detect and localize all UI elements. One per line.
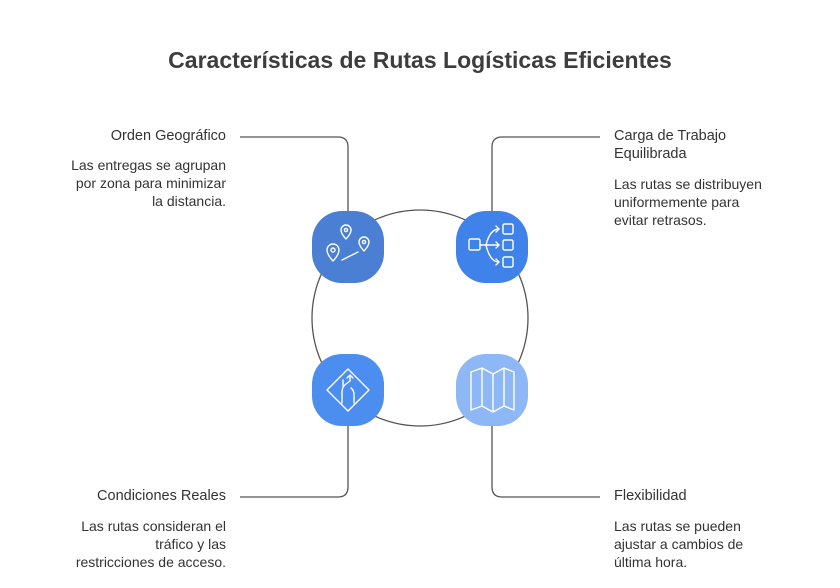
item-label-flexibility: Flexibilidad — [614, 488, 687, 504]
node-workload-bg — [456, 211, 528, 283]
node-real-conditions-bg — [312, 354, 384, 426]
item-desc-workload: Las rutas se distribuyen uniformemente p… — [614, 176, 762, 228]
connector-bottom-right — [491, 424, 600, 498]
workload-distribution-icon — [468, 223, 514, 268]
folded-map-icon — [470, 367, 515, 413]
node-geographic — [312, 211, 384, 283]
central-ring — [311, 209, 529, 427]
node-geographic-bg — [312, 211, 384, 283]
node-flexibility-bg — [456, 354, 528, 426]
item-label-workload: Carga de Trabajo Equilibrada — [614, 128, 727, 162]
node-flexibility — [456, 354, 528, 426]
connector-bottom-left — [240, 424, 349, 498]
item-label-geographic: Orden Geográfico — [110, 128, 226, 144]
map-pins-route-icon — [326, 224, 370, 262]
item-label-real-conditions: Condiciones Reales — [97, 488, 226, 504]
item-desc-geographic: Las entregas se agrupan por zona para mi… — [71, 157, 226, 209]
node-workload — [456, 211, 528, 283]
connector-top-right — [491, 136, 600, 212]
road-sign-icon — [326, 368, 370, 412]
node-real-conditions — [312, 354, 384, 426]
item-desc-flexibility: Las rutas se pueden ajustar a cambios de… — [614, 518, 744, 570]
page-title: Características de Rutas Logísticas Efic… — [168, 47, 672, 73]
item-desc-real-conditions: Las rutas consideran el tráfico y las re… — [75, 518, 226, 570]
connector-top-left — [240, 136, 349, 212]
